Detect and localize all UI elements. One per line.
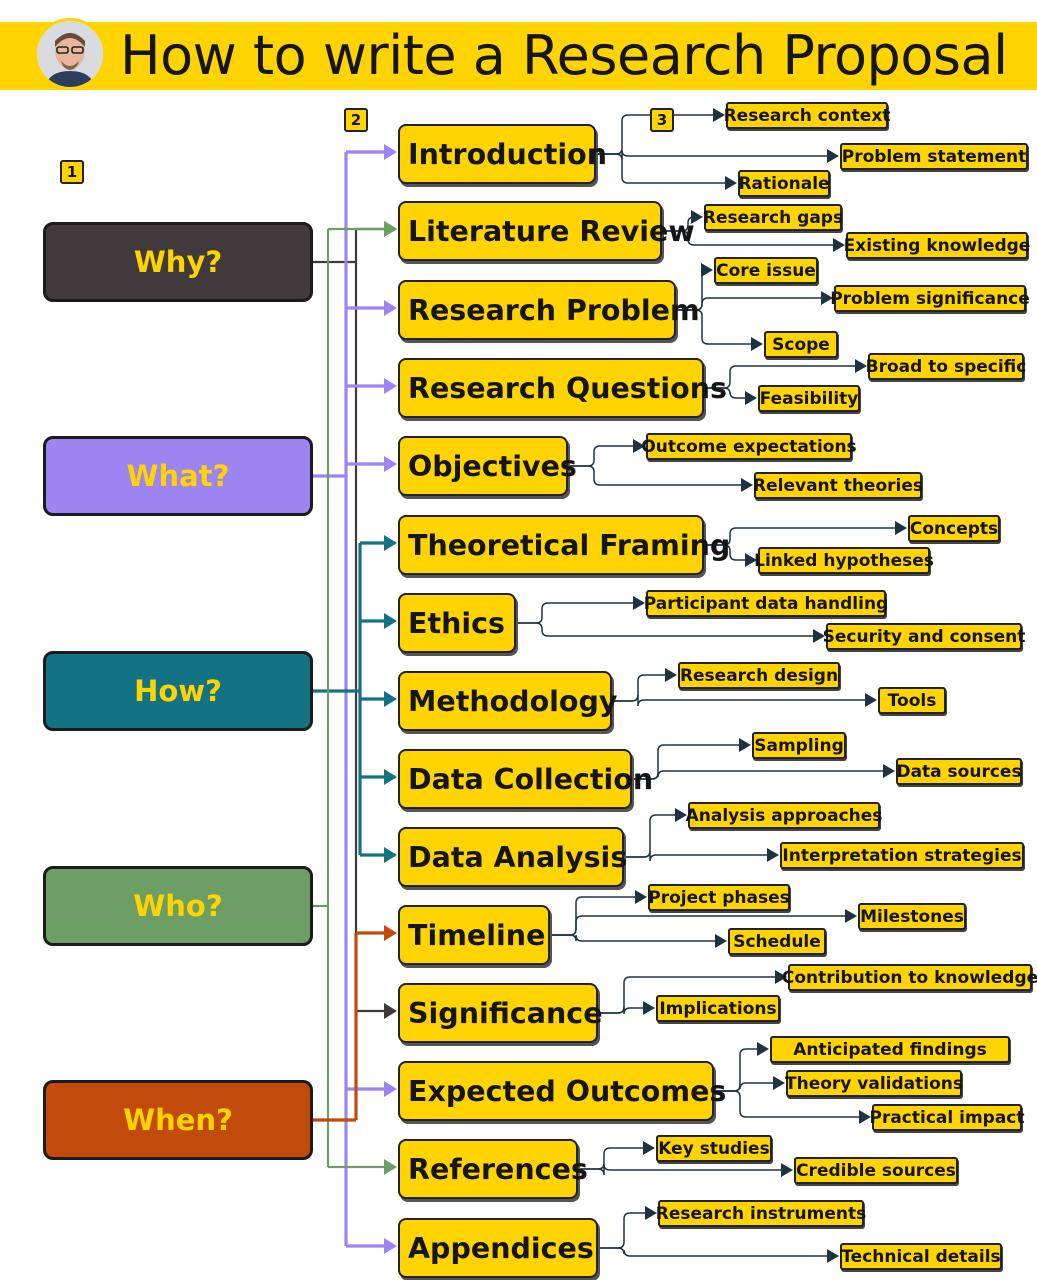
page-title: How to write a Research Proposal xyxy=(120,24,1008,87)
subtopic-theory-validations: Theory validations xyxy=(785,1070,963,1097)
step-badge-1: 1 xyxy=(60,160,84,184)
section-objectives: Objectives xyxy=(398,436,577,496)
question-box-what: What? xyxy=(43,436,313,516)
subtopic-existing-knowledge: Existing knowledge xyxy=(844,232,1030,259)
subtopic-sampling: Sampling xyxy=(752,732,846,759)
section-expected-outcomes: Expected Outcomes xyxy=(398,1061,726,1121)
subtopic-contribution-to-knowledge: Contribution to knowledge xyxy=(782,964,1037,991)
section-research-questions: Research Questions xyxy=(398,358,727,418)
subtopic-broad-to-specific: Broad to specific xyxy=(866,353,1026,380)
subtopic-research-gaps: Research gaps xyxy=(703,204,843,231)
subtopic-outcome-expectations: Outcome expectations xyxy=(641,433,857,460)
subtopic-practical-impact: Practical impact xyxy=(869,1104,1025,1131)
subtopic-rationale: Rationale xyxy=(738,170,830,197)
subtopic-research-instruments: Research instruments xyxy=(656,1200,866,1227)
subtopic-interpretation-strategies: Interpretation strategies xyxy=(780,842,1024,869)
section-appendices: Appendices xyxy=(398,1218,598,1278)
section-data-analysis: Data Analysis xyxy=(398,827,627,887)
subtopic-feasibility: Feasibility xyxy=(758,385,860,412)
subtopic-tools: Tools xyxy=(878,687,946,714)
subtopic-data-sources: Data sources xyxy=(896,758,1022,785)
subtopic-relevant-theories: Relevant theories xyxy=(753,472,923,499)
section-theoretical-framing: Theoretical Framing xyxy=(398,515,730,575)
question-box-how: How? xyxy=(43,651,313,731)
section-significance: Significance xyxy=(398,983,603,1043)
subtopic-credible-sources: Credible sources xyxy=(794,1157,958,1184)
subtopic-key-studies: Key studies xyxy=(656,1135,772,1162)
section-data-collection: Data Collection xyxy=(398,749,653,809)
title-banner xyxy=(0,22,1037,90)
subtopic-problem-statement: Problem statement xyxy=(840,143,1028,170)
subtopic-milestones: Milestones xyxy=(858,903,966,930)
subtopic-core-issue: Core issue xyxy=(714,257,818,284)
subtopic-research-design: Research design xyxy=(678,662,840,689)
subtopic-anticipated-findings: Anticipated findings xyxy=(770,1036,1010,1063)
step-badge-3: 3 xyxy=(650,108,674,132)
section-methodology: Methodology xyxy=(398,671,618,731)
section-ethics: Ethics xyxy=(398,593,516,653)
person-icon xyxy=(37,21,103,87)
subtopic-concepts: Concepts xyxy=(908,515,1000,542)
question-box-who: Who? xyxy=(43,866,313,946)
question-box-when: When? xyxy=(43,1080,313,1160)
section-literature-review: Literature Review xyxy=(398,201,695,261)
subtopic-security-and-consent: Security and consent xyxy=(823,623,1025,650)
step-badge-2: 2 xyxy=(344,108,368,132)
subtopic-schedule: Schedule xyxy=(728,928,826,955)
section-research-problem: Research Problem xyxy=(398,280,700,340)
subtopic-participant-data-handling: Participant data handling xyxy=(644,590,888,617)
subtopic-project-phases: Project phases xyxy=(648,884,790,911)
subtopic-analysis-approaches: Analysis approaches xyxy=(686,802,882,829)
subtopic-problem-significance: Problem significance xyxy=(830,285,1030,312)
subtopic-scope: Scope xyxy=(764,331,838,358)
subtopic-implications: Implications xyxy=(656,995,780,1022)
question-box-why: Why? xyxy=(43,222,313,302)
section-timeline: Timeline xyxy=(398,905,550,965)
subtopic-technical-details: Technical details xyxy=(840,1243,1002,1270)
subtopic-linked-hypotheses: Linked hypotheses xyxy=(754,547,934,574)
section-introduction: Introduction xyxy=(398,124,607,184)
section-references: References xyxy=(398,1139,588,1199)
subtopic-research-context: Research context xyxy=(724,102,890,129)
author-avatar xyxy=(34,18,106,90)
